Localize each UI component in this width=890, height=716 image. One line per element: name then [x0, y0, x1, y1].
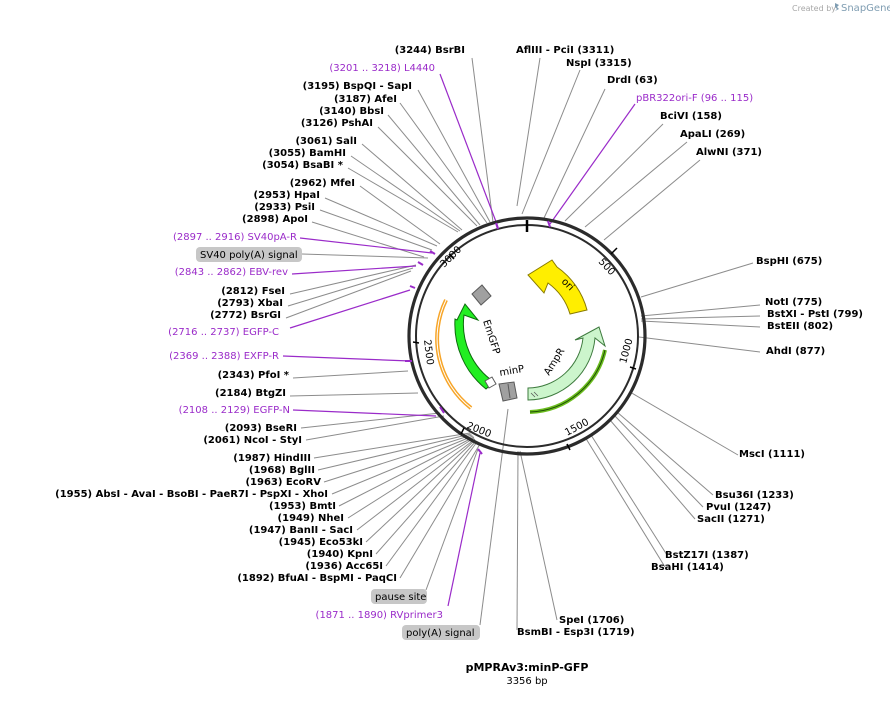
site-label-apoi: (2898) ApoI [242, 214, 308, 225]
site-label-bfuai-paqci: (1892) BfuAI - BspMI - PaqCI [237, 573, 397, 584]
badge-pause-site: pause site [371, 589, 427, 604]
badge-sv40-polya-signal: SV40 poly(A) signal [196, 247, 302, 262]
plasmid-backbone [407, 216, 647, 456]
primer-marks [405, 220, 551, 455]
site-leaders [285, 57, 761, 631]
site-label-ncoi-styi: (2061) NcoI - StyI [203, 435, 302, 446]
feature-minp: minP [498, 364, 525, 402]
site-label-kpni: (1940) KpnI [307, 549, 373, 560]
site-label-afei: (3187) AfeI [334, 94, 397, 105]
primer-leaders [282, 73, 636, 607]
tick-label-500: 500 [596, 257, 617, 278]
site-label-mfei: (2962) MfeI [290, 178, 355, 189]
site-label-absi-xhoi: (1955) AbsI - AvaI - BsoBI - PaeR7I - Ps… [55, 489, 328, 500]
site-label-bstxi-psti: BstXI - PstI (799) [767, 309, 863, 320]
primer-label-exfp-r: (2369 .. 2388) EXFP-R [169, 351, 279, 362]
site-label-btgzi: (2184) BtgZI [215, 388, 286, 399]
site-label-bbsi: (3140) BbsI [319, 106, 384, 117]
site-label-nhei: (1949) NheI [278, 513, 344, 524]
primer-label-rvprimer3: (1871 .. 1890) RVprimer3 [316, 610, 443, 621]
primer-label-egfp-c: (2716 .. 2737) EGFP-C [168, 327, 279, 338]
site-label-bcivi: BciVI (158) [660, 111, 722, 122]
primer-label-pbr322ori-f: pBR322ori-F (96 .. 115) [636, 93, 753, 104]
site-label-pfoi: (2343) PfoI * [218, 370, 290, 381]
feature-ori: ori [527, 259, 588, 315]
site-label-bspqi-sapi: (3195) BspQI - SapI [303, 81, 412, 92]
site-label-fsei: (2812) FseI [221, 286, 285, 297]
primer-label-l4440: (3201 .. 3218) L4440 [329, 63, 435, 74]
site-label-bamhi: (3055) BamHI [269, 148, 346, 159]
site-label-xbai: (2793) XbaI [217, 298, 283, 309]
site-label-psii: (2933) PsiI [254, 202, 315, 213]
site-label-sali: (3061) SalI [295, 136, 357, 147]
primer-label-egfp-n: (2108 .. 2129) EGFP-N [179, 405, 290, 416]
site-label-eco53ki: (1945) Eco53kI [279, 537, 363, 548]
site-label-alwni: AlwNI (371) [696, 147, 762, 158]
feature-label-ampr: AmpR [542, 346, 567, 377]
site-label-spei: SpeI (1706) [559, 615, 624, 626]
site-label-bsrgi: (2772) BsrGI [210, 310, 281, 321]
inner-annotation-arcs [435, 299, 607, 414]
site-label-ecorv: (1963) EcoRV [245, 477, 321, 488]
primer-label-sv40pa-r: (2897 .. 2916) SV40pA-R [173, 232, 297, 243]
site-label-bsmbi-esp3i: BsmBI - Esp3I (1719) [517, 627, 635, 638]
site-label-pshai: (3126) PshAI [301, 118, 373, 129]
feature-label-emgfp: EmGFP [480, 319, 501, 356]
badge-label-polya-signal: poly(A) signal [406, 628, 475, 639]
site-label-pvui: PvuI (1247) [706, 502, 771, 513]
site-label-hindiii: (1987) HindIII [233, 453, 311, 464]
site-label-bstz17i: BstZ17I (1387) [665, 550, 749, 561]
badge-polya-signal: poly(A) signal [402, 625, 480, 640]
credit-created-by: Created by [792, 4, 836, 13]
site-label-hpai: (2953) HpaI [254, 190, 320, 201]
site-label-bsabi: (3054) BsaBI * [262, 160, 344, 171]
credit-brand: SnapGene [841, 3, 890, 14]
site-label-ahdi: AhdI (877) [766, 346, 825, 357]
tick-label-2500: 2500 [421, 339, 435, 366]
feature-label-minp: minP [499, 364, 525, 379]
site-label-banii-saci: (1947) BanII - SacI [249, 525, 353, 536]
feature-ampr: AmpR [527, 326, 606, 401]
badge-label-sv40-polya-signal: SV40 poly(A) signal [200, 250, 298, 261]
plasmid-length: 3356 bp [506, 676, 547, 687]
feature-pause-site-mark [484, 376, 539, 398]
site-label-afliii-pcii: AflIII - PciI (3311) [516, 45, 614, 56]
site-label-bsteii: BstEII (802) [767, 321, 833, 332]
site-label-bsrbi: (3244) BsrBI [395, 45, 465, 56]
site-label-noti: NotI (775) [765, 297, 822, 308]
feature-sv40-polya-mark [471, 284, 492, 306]
site-label-bseri: (2093) BseRI [225, 423, 297, 434]
site-label-drdi: DrdI (63) [607, 75, 658, 86]
site-label-bsphi: BspHI (675) [756, 256, 822, 267]
site-label-bglii: (1968) BglII [249, 465, 315, 476]
scale-ticks [412, 220, 637, 451]
site-label-acc65i: (1936) Acc65I [305, 561, 383, 572]
feature-emgfp: EmGFP [454, 303, 502, 390]
plasmid-name: pMPRAv3:minP-GFP [466, 661, 589, 674]
site-label-nspi: NspI (3315) [566, 58, 632, 69]
site-label-bsu36i: Bsu36I (1233) [715, 490, 794, 501]
snapgene-logo-icon [835, 3, 839, 11]
badge-label-pause-site: pause site [375, 592, 426, 603]
site-label-apali: ApaLI (269) [680, 129, 745, 140]
site-label-bsahi: BsaHI (1414) [651, 562, 724, 573]
site-label-sacii: SacII (1271) [697, 514, 765, 525]
primer-label-ebv-rev: (2843 .. 2862) EBV-rev [175, 267, 288, 278]
tick-label-1000: 1000 [618, 337, 635, 364]
site-label-bmti: (1953) BmtI [269, 501, 336, 512]
site-label-msci: MscI (1111) [739, 449, 805, 460]
